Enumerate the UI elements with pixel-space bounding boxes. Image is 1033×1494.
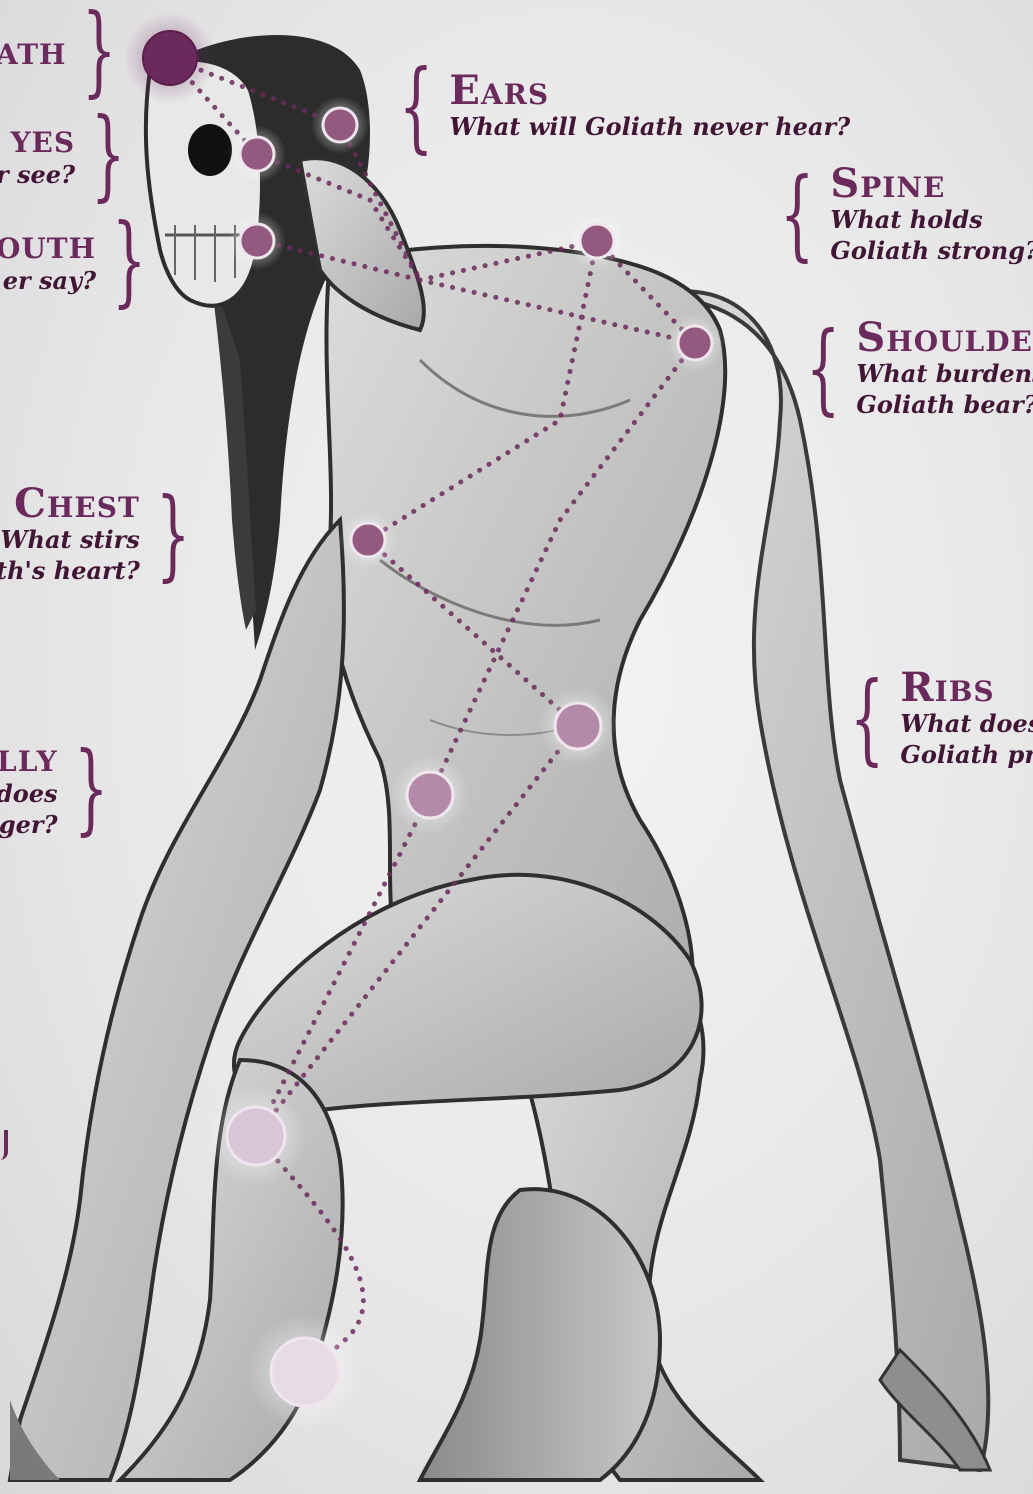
shoulder-node xyxy=(666,314,724,372)
label-shoulders: { Shoulders What burdens Goliath bear? xyxy=(792,318,1033,420)
label-spine: { Spine What holds Goliath strong? xyxy=(766,164,1033,266)
brace-icon: } xyxy=(91,106,125,204)
label-belly-question: does xyxy=(0,778,58,809)
label-ears: { Ears What will Goliath never hear? xyxy=(385,58,850,156)
label-goliath-title: ath xyxy=(0,31,66,71)
brace-icon: } xyxy=(112,212,146,310)
ribs-node xyxy=(539,687,617,765)
label-ribs-title: Ribs xyxy=(900,668,1033,708)
label-shoulders-title: Shoulders xyxy=(856,318,1033,358)
label-belly-title: lly xyxy=(0,738,58,778)
label-ears-question: What will Goliath never hear? xyxy=(449,111,850,142)
label-shoulders-question: What burdens xyxy=(856,358,1033,389)
brace-icon: } xyxy=(74,740,108,838)
label-mouth-title: outh xyxy=(0,225,96,265)
label-chest: Chest What stirs th's heart? } xyxy=(0,484,204,586)
brace-fragment-icon xyxy=(0,1130,8,1160)
crown-node xyxy=(124,12,216,104)
label-ribs: { Ribs What does Goliath pro xyxy=(836,668,1033,770)
label-ears-title: Ears xyxy=(449,71,850,111)
label-belly-question-2: ger? xyxy=(0,809,58,840)
brace-icon: } xyxy=(83,2,117,100)
eyes-node xyxy=(228,125,286,183)
ears-node xyxy=(311,96,369,154)
brace-icon: { xyxy=(806,320,840,418)
label-mouth: outh er say? } xyxy=(0,212,160,310)
chest-node xyxy=(339,511,397,569)
label-goliath: ath } xyxy=(0,2,131,100)
label-eyes-question: r see? xyxy=(0,159,75,190)
label-eyes: yes r see? } xyxy=(0,106,139,204)
label-eyes-title: yes xyxy=(11,119,76,159)
label-spine-question-2: Goliath strong? xyxy=(830,235,1033,266)
label-chest-question: What stirs xyxy=(1,524,140,555)
spine-node xyxy=(568,212,626,270)
mouth-node xyxy=(228,212,286,270)
label-ribs-question-2: Goliath pro xyxy=(900,739,1033,770)
hand-node xyxy=(247,1314,363,1430)
label-chest-question-2: th's heart? xyxy=(0,555,140,586)
knee-node xyxy=(207,1087,306,1186)
label-ribs-question: What does xyxy=(900,708,1033,739)
label-chest-title: Chest xyxy=(14,484,140,524)
brace-icon: } xyxy=(156,486,190,584)
belly-node xyxy=(391,756,469,834)
brace-icon: { xyxy=(850,670,884,768)
label-spine-question: What holds xyxy=(830,204,1033,235)
label-shoulders-question-2: Goliath bear? xyxy=(856,389,1033,420)
brace-icon: { xyxy=(780,166,814,264)
label-belly: lly does ger? } xyxy=(0,738,122,840)
brace-icon: { xyxy=(399,58,433,156)
label-mouth-question: er say? xyxy=(3,265,96,296)
label-spine-title: Spine xyxy=(830,164,1033,204)
